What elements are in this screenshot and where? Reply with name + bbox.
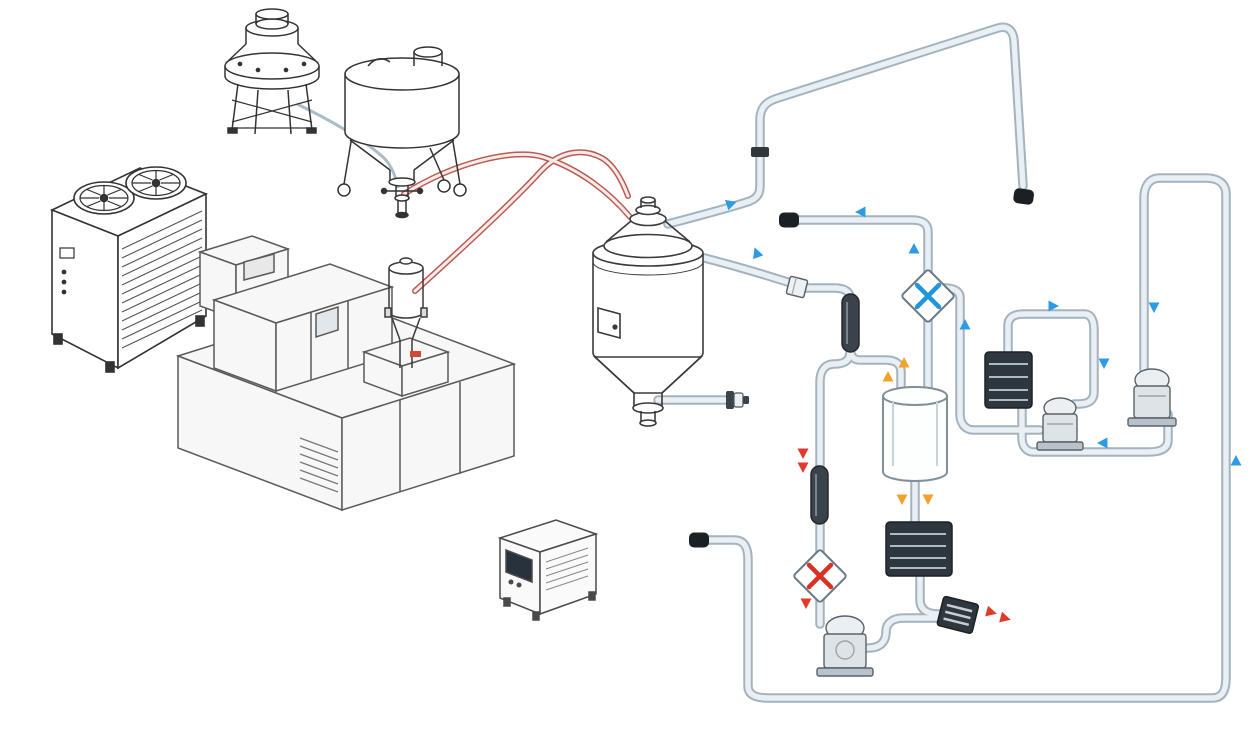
cooling-tower (224, 8, 320, 135)
vacuum-blower (816, 615, 874, 677)
pipe-clamp (751, 147, 769, 157)
aftercooler-upper (984, 351, 1033, 409)
process-blower-2 (1127, 368, 1177, 427)
drying-hopper (592, 196, 704, 427)
controller-screen (505, 548, 533, 584)
mold-temperature-controller (497, 519, 599, 621)
storage-mixing-hopper (337, 46, 467, 219)
pipe-cap-3 (689, 532, 709, 548)
hose-coupler (726, 391, 749, 409)
pipe-cap-2 (779, 212, 799, 228)
machine-vent-slats (299, 437, 339, 493)
desiccant-vessel (882, 386, 948, 482)
inline-filter-1 (841, 293, 860, 353)
controller-vents (545, 547, 589, 591)
air-cooled-chiller (49, 166, 209, 373)
injection-molding-machine (175, 235, 517, 512)
inline-fitting (785, 275, 809, 299)
machine-hopper-loader (384, 257, 428, 368)
pipe-cap-1 (1013, 188, 1034, 205)
diverter-valve-blue (901, 269, 955, 323)
diverter-valve-red (793, 549, 847, 603)
chiller-fan-2 (125, 166, 187, 200)
exhaust-silencer (936, 595, 980, 634)
inline-filter-2 (810, 465, 829, 525)
chiller-grille (121, 210, 203, 349)
aftercooler-lower (885, 521, 953, 577)
chiller-fan-1 (73, 181, 135, 215)
process-blower-1 (1036, 397, 1084, 451)
slide-valve-handle (410, 351, 421, 357)
pipes-outer (658, 27, 1226, 698)
